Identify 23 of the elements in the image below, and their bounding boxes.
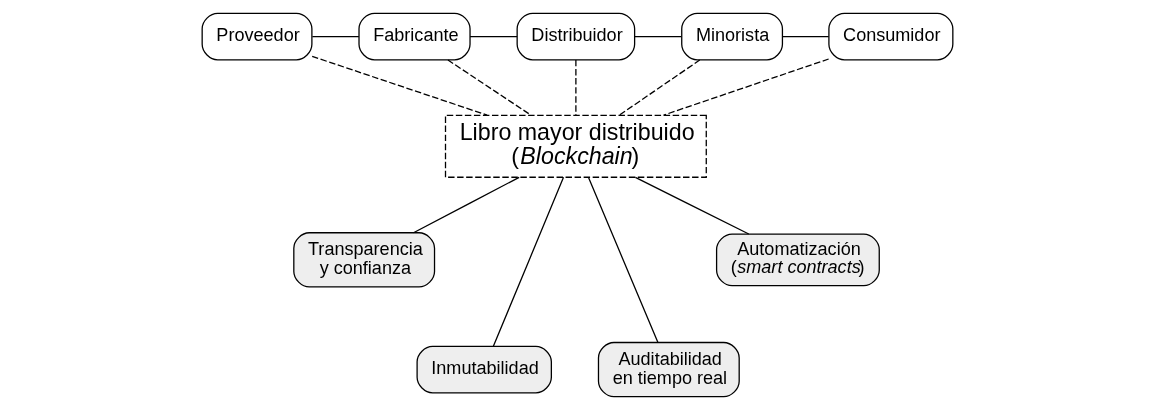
node-box: Automatización (smart contracts): [715, 233, 880, 287]
connector: [412, 176, 520, 234]
node-box: Consumidor: [828, 12, 954, 61]
connector: [587, 176, 659, 344]
connector: [492, 176, 565, 347]
connector: [575, 59, 577, 116]
node-box: Inmutabilidad: [416, 345, 552, 394]
node-box: Minorista: [681, 12, 784, 61]
connector: [311, 35, 360, 38]
node-box: Distribuidor: [516, 12, 636, 61]
connector: [663, 58, 830, 116]
connector: [782, 35, 830, 38]
connector: [634, 35, 682, 38]
connector: [618, 59, 701, 116]
node-box: Libro mayor distribuido (Blockchain): [444, 114, 707, 178]
connector: [634, 176, 750, 235]
connector: [469, 35, 518, 38]
node-box: Auditabilidad en tiempo real: [597, 341, 740, 398]
node-box: Fabricante: [358, 12, 471, 61]
node-box: Proveedor: [201, 12, 313, 61]
connector: [311, 55, 488, 116]
node-box: Transparencia y confianza: [293, 232, 436, 288]
connector: [447, 59, 532, 116]
